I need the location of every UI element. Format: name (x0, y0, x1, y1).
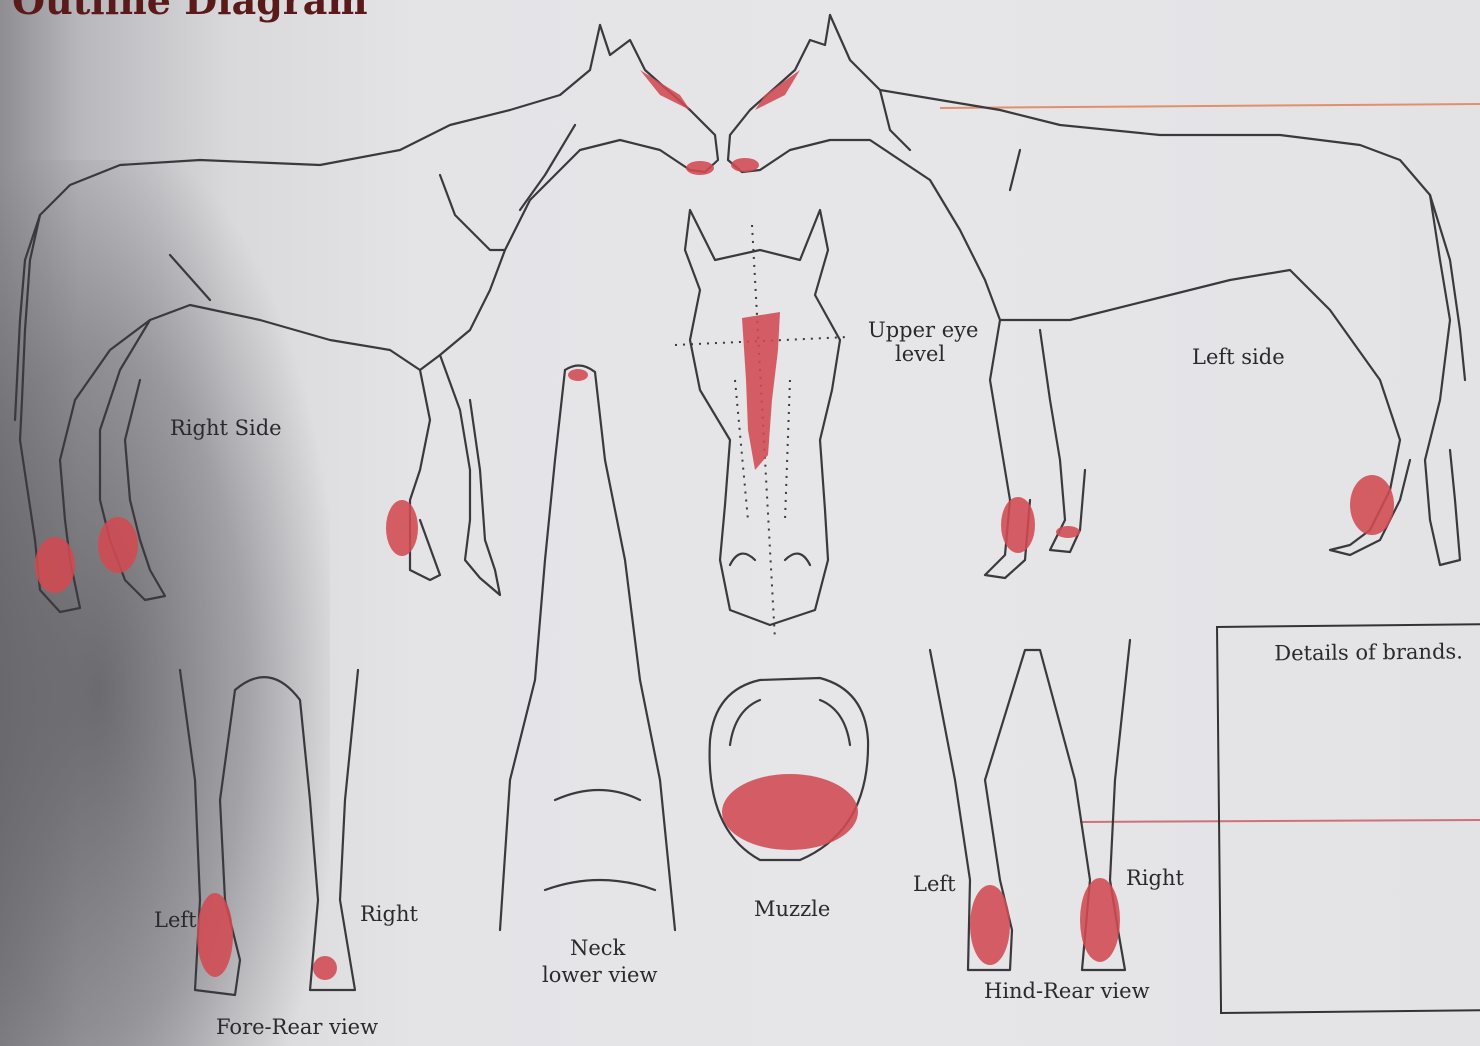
label-muzzle: Muzzle (754, 897, 830, 921)
marking-right-face (640, 70, 690, 110)
marking-right-fore (386, 500, 418, 556)
marking-neck-top (568, 369, 588, 381)
horse-left-side (728, 15, 1465, 578)
horse-right-side (15, 25, 718, 612)
hind-rear-view (930, 640, 1130, 970)
marking-hind-left (970, 885, 1010, 965)
brands-label: Details of brands. (1274, 639, 1463, 665)
marking-left-hind (1350, 475, 1394, 535)
marking-fore-left (197, 893, 233, 977)
label-fore-right: Right (360, 902, 418, 926)
marking-left-face (755, 70, 800, 110)
muzzle-view (710, 678, 868, 860)
label-fore-left: Left (154, 908, 197, 932)
horse-face-front (675, 210, 848, 640)
marking-left-fore (1001, 497, 1035, 553)
label-fore-rear-view: Fore-Rear view (216, 1015, 378, 1039)
neck-lower-view (500, 365, 675, 930)
marking-right-hind-right (98, 517, 138, 573)
label-upper-eye-2: level (895, 342, 945, 366)
fore-rear-view (180, 670, 358, 995)
marking-left-fore-2 (1056, 526, 1080, 538)
label-neck-2: lower view (542, 963, 657, 987)
accent-line-top (940, 104, 1480, 108)
marking-hind-right (1080, 878, 1120, 962)
label-hind-left: Left (913, 872, 956, 896)
marking-right-hind-left (35, 537, 75, 593)
marking-left-muzzle (731, 158, 759, 172)
label-hind-right: Right (1126, 866, 1184, 890)
label-neck-1: Neck (570, 936, 625, 960)
marking-blaze (742, 312, 780, 470)
label-left-side: Left side (1192, 345, 1285, 369)
marking-muzzle-lips (722, 774, 858, 850)
marking-fore-right (313, 956, 337, 980)
brands-box: Details of brands. (1216, 623, 1480, 1014)
label-hind-rear-view: Hind-Rear view (984, 979, 1150, 1003)
label-right-side: Right Side (170, 416, 282, 440)
marking-right-muzzle (686, 161, 714, 175)
label-upper-eye-1: Upper eye (868, 318, 978, 342)
